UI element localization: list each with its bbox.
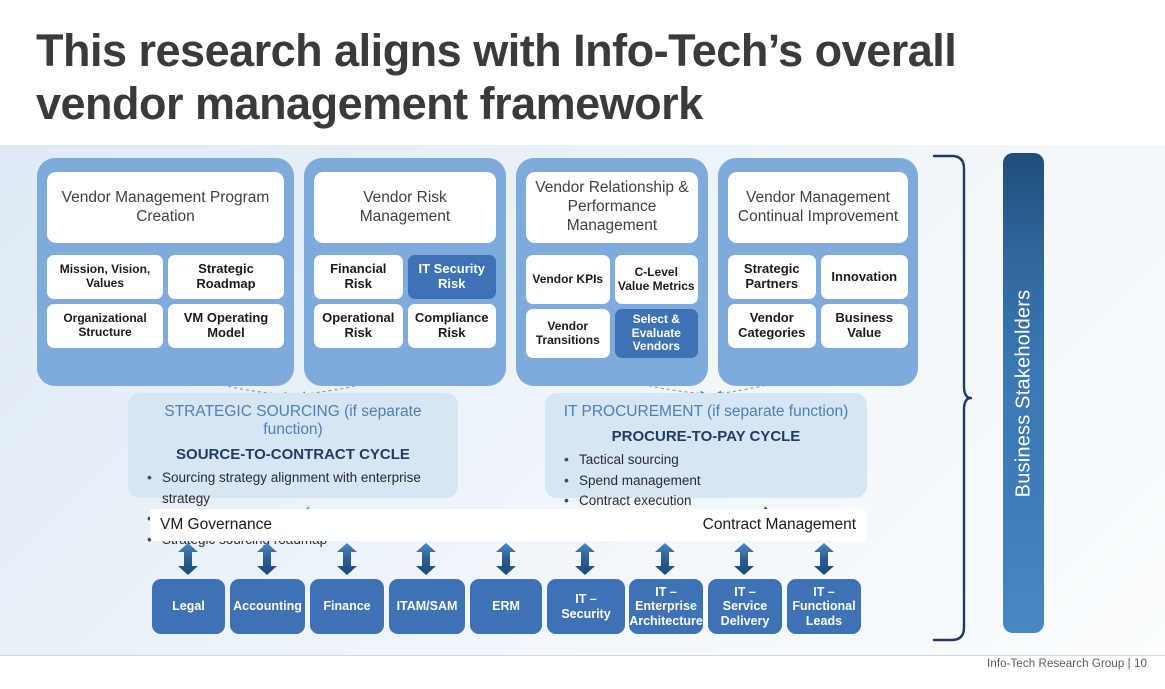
updown-arrow-icon: [814, 543, 834, 575]
contract-management-label: Contract Management: [702, 516, 856, 533]
cycle-title: IT PROCUREMENT (if separate function): [563, 403, 849, 420]
updown-arrow-icon: [734, 543, 754, 575]
pillar-heading: Vendor Relationship & Performance Manage…: [526, 172, 698, 243]
pillar-item-vendor-categories[interactable]: Vendor Categories: [728, 304, 816, 348]
pillar-item-innovation[interactable]: Innovation: [820, 255, 908, 299]
stakeholder-chip-accounting[interactable]: Accounting: [230, 579, 305, 634]
page-title: This research aligns with Info-Tech’s ov…: [36, 25, 957, 130]
updown-arrow-icon: [416, 543, 436, 575]
business-stakeholders-label: Business Stakeholders: [1012, 289, 1034, 497]
pillar-heading: Vendor Management Continual Improvement: [728, 172, 908, 243]
cycle-title: STRATEGIC SOURCING (if separate function…: [164, 403, 422, 438]
list-item: Tactical sourcing: [559, 449, 853, 471]
list-item: Spend management: [559, 470, 853, 492]
list-item: Contract execution: [559, 490, 853, 512]
updown-arrow-icon: [655, 543, 675, 575]
pillar-item-strategic-partners[interactable]: Strategic Partners: [728, 255, 816, 299]
business-stakeholders-bar[interactable]: Business Stakeholders: [1003, 153, 1044, 633]
stakeholder-chip-it-security[interactable]: IT – Security: [547, 579, 625, 634]
pillar-vendor-risk-management[interactable]: Vendor Risk Management Financial Risk IT…: [304, 158, 506, 386]
pillar-item-vendor-kpis[interactable]: Vendor KPIs: [526, 255, 610, 304]
stakeholder-chip-erm[interactable]: ERM: [470, 579, 542, 634]
governance-bar: VM Governance Contract Management: [150, 509, 866, 541]
pillar-heading: Vendor Management Program Creation: [47, 172, 284, 243]
updown-arrow-icon: [575, 543, 595, 575]
pillar-item-business-value[interactable]: Business Value: [820, 304, 908, 348]
vm-governance-label: VM Governance: [160, 516, 272, 533]
pillar-item-financial-risk[interactable]: Financial Risk: [314, 255, 403, 299]
pillar-item-mission-vision-values[interactable]: Mission, Vision, Values: [47, 255, 163, 299]
cycle-bullet-list: Tactical sourcing Spend management Contr…: [559, 449, 853, 512]
stakeholder-chip-it-service-delivery[interactable]: IT – Service Delivery: [708, 579, 782, 634]
footer-attribution: Info-Tech Research Group | 10: [987, 658, 1147, 670]
pillar-item-strategic-roadmap[interactable]: Strategic Roadmap: [168, 255, 284, 299]
stakeholder-chip-it-enterprise-architecture[interactable]: IT – Enterprise Architecture: [629, 579, 703, 634]
cycle-subtitle: SOURCE-TO-CONTRACT CYCLE: [176, 446, 410, 463]
footer-divider: [0, 655, 1165, 656]
updown-arrow-row: [178, 543, 834, 575]
diagram-stage: Vendor Management Program Creation Missi…: [0, 145, 1165, 655]
pillar-vendor-management-program-creation[interactable]: Vendor Management Program Creation Missi…: [37, 158, 294, 386]
bidirectional-arrow-icon: [282, 509, 693, 541]
pillar-item-select-evaluate-vendors[interactable]: Select & Evaluate Vendors: [614, 309, 698, 358]
pillar-item-operational-risk[interactable]: Operational Risk: [314, 304, 403, 348]
pillar-vendor-relationship-performance-management[interactable]: Vendor Relationship & Performance Manage…: [516, 158, 708, 386]
pillar-item-vendor-transitions[interactable]: Vendor Transitions: [526, 309, 610, 358]
cycle-it-procurement[interactable]: IT PROCUREMENT (if separate function) PR…: [545, 393, 867, 511]
list-item: Sourcing strategy alignment with enterpr…: [142, 467, 444, 509]
stakeholder-chip-it-functional-leads[interactable]: IT – Functional Leads: [787, 579, 861, 634]
pillar-vendor-management-continual-improvement[interactable]: Vendor Management Continual Improvement …: [718, 158, 918, 386]
cycle-subtitle: PROCURE-TO-PAY CYCLE: [611, 428, 801, 445]
pillar-item-c-level-value-metrics[interactable]: C-Level Value Metrics: [614, 255, 698, 304]
grouping-bracket-icon: [932, 154, 972, 642]
pillar-item-organizational-structure[interactable]: Organizational Structure: [47, 304, 163, 348]
pillar-heading: Vendor Risk Management: [314, 172, 496, 243]
updown-arrow-icon: [496, 543, 516, 575]
stakeholder-chip-itam-sam[interactable]: ITAM/SAM: [389, 579, 465, 634]
cycle-strategic-sourcing[interactable]: STRATEGIC SOURCING (if separate function…: [128, 393, 458, 549]
stakeholder-chip-legal[interactable]: Legal: [152, 579, 225, 634]
pillar-item-compliance-risk[interactable]: Compliance Risk: [407, 304, 496, 348]
pillar-item-it-security-risk[interactable]: IT Security Risk: [407, 255, 496, 299]
updown-arrow-icon: [257, 543, 277, 575]
updown-arrow-icon: [337, 543, 357, 575]
stakeholder-chip-finance[interactable]: Finance: [310, 579, 384, 634]
pillar-item-vm-operating-model[interactable]: VM Operating Model: [168, 304, 284, 348]
updown-arrow-icon: [178, 543, 198, 575]
